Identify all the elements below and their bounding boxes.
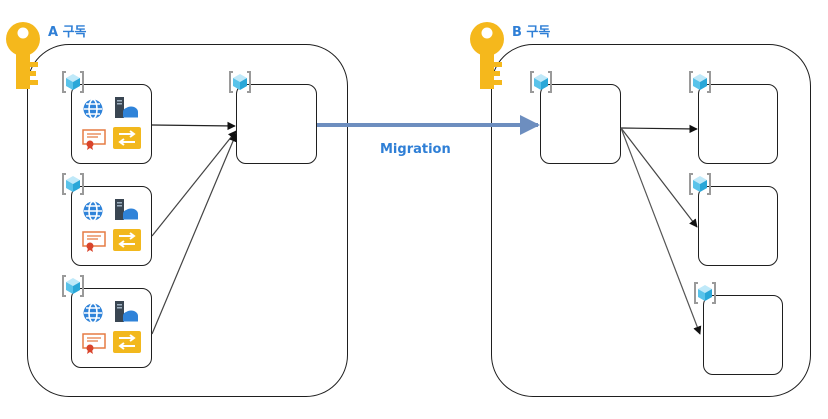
resource-group-cube-icon	[528, 69, 554, 99]
connector-a3-to-target	[151, 133, 237, 335]
certificate-icon	[82, 128, 106, 154]
resource-group-cube-icon	[227, 69, 253, 99]
connector-source-to-b3	[620, 127, 702, 335]
resource-group-cube-icon	[692, 280, 718, 310]
resource-group-cube-icon	[60, 69, 86, 99]
globe-icon	[82, 302, 104, 328]
connector-source-to-b1	[620, 124, 698, 134]
server-cloud-icon	[113, 300, 139, 328]
resource-group-cube-icon	[60, 171, 86, 201]
transfer-icon	[113, 229, 141, 255]
globe-icon	[82, 200, 104, 226]
key-icon	[470, 22, 504, 89]
resource-group-a3[interactable]	[71, 288, 152, 368]
resource-group-b-source[interactable]	[540, 84, 621, 164]
connector-source-to-b2	[620, 127, 698, 228]
server-cloud-icon	[113, 198, 139, 226]
resource-group-cube-icon	[687, 171, 713, 201]
transfer-icon	[113, 331, 141, 357]
key-icon	[6, 22, 40, 89]
resource-group-a-target[interactable]	[236, 84, 317, 164]
globe-icon	[82, 98, 104, 124]
subscription-b-title: B 구독	[512, 25, 551, 40]
subscription-a-title: A 구독	[48, 25, 87, 40]
resource-group-b3[interactable]	[703, 295, 783, 375]
resource-group-a2[interactable]	[71, 186, 152, 266]
transfer-icon	[113, 127, 141, 153]
resource-group-b1[interactable]	[698, 84, 778, 164]
certificate-icon	[82, 230, 106, 256]
migration-label: Migration	[380, 142, 451, 157]
certificate-icon	[82, 332, 106, 358]
resource-group-cube-icon	[60, 273, 86, 303]
resource-group-a1[interactable]	[71, 84, 152, 164]
server-cloud-icon	[113, 96, 139, 124]
resource-group-b2[interactable]	[698, 186, 778, 266]
connector-a1-to-target	[151, 121, 236, 131]
connector-a2-to-target	[151, 130, 237, 237]
resource-group-cube-icon	[687, 69, 713, 99]
